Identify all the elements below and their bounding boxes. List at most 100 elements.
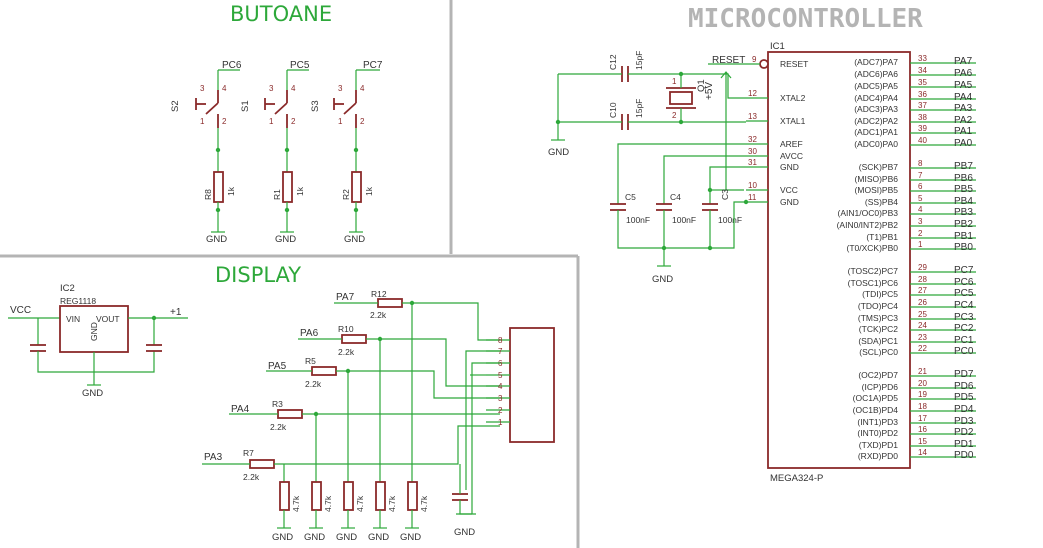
mcu-net-label: PB0 xyxy=(954,242,973,253)
button-ground-label: GND xyxy=(275,234,296,245)
mcu-right-pin-label: (OC1A)PD5 xyxy=(853,393,899,403)
mcu-right-pin-label: (TXD)PD1 xyxy=(859,440,898,450)
button-pin-1: 1 xyxy=(269,117,274,126)
mcu-left-pin-label: AREF xyxy=(780,139,803,149)
section-title-display: DISPLAY xyxy=(215,263,301,287)
mcu-net-label: PD2 xyxy=(954,427,974,438)
mcu-net-label: PC6 xyxy=(954,277,974,288)
mcu-right-pin-number: 29 xyxy=(918,263,927,272)
regulator-ground-label: GND xyxy=(82,388,103,399)
display-net-label: PA4 xyxy=(231,404,250,415)
mcu-right-pin-number: 5 xyxy=(918,194,923,203)
mcu-right-pin-label: (ADC2)PA2 xyxy=(854,116,898,126)
crystal-pin: 2 xyxy=(672,111,677,120)
regulator-ic2: VCC IC2 REG1118 VIN VOUT GND +1 GND xyxy=(8,283,188,399)
section-title-microcontroller: MICROCONTROLLER xyxy=(688,4,923,34)
mcu-right-pin-number: 3 xyxy=(918,217,923,226)
button-resistor-value: 1k xyxy=(295,186,305,196)
button-resistor-value: 1k xyxy=(226,186,236,196)
button-pin-2: 2 xyxy=(360,117,365,126)
mcu-net-label: PC5 xyxy=(954,288,974,299)
mcu-net-label: PA6 xyxy=(954,68,973,79)
connector-pin-number: 3 xyxy=(498,394,503,403)
connector-pin-number: 2 xyxy=(498,406,503,415)
mcu-right-pin-label: (ADC1)PA1 xyxy=(854,127,898,137)
mcu-right-pin-label: (MOSI)PB5 xyxy=(855,185,899,195)
mcu-right-pin-label: (TOSC1)PC6 xyxy=(848,278,899,288)
mcu-right-pin-number: 33 xyxy=(918,54,927,63)
button-ref: S2 xyxy=(170,100,181,112)
mcu-left-pin-label: AVCC xyxy=(780,151,803,161)
mcu-net-label: PB2 xyxy=(954,219,973,230)
vcc-net-label: VCC xyxy=(10,305,31,316)
mcu-right-pin-number: 15 xyxy=(918,437,927,446)
mcu-right-pin-number: 8 xyxy=(918,159,923,168)
mcu-right-pin-number: 40 xyxy=(918,136,927,145)
display-resistor-ref: R5 xyxy=(305,356,316,366)
mcu-net-label: PD0 xyxy=(954,450,974,461)
connector-pin-number: 8 xyxy=(498,336,503,345)
mcu-left-pin-label: GND xyxy=(780,197,799,207)
button-pin-1: 1 xyxy=(338,117,343,126)
mcu-right-pin-number: 25 xyxy=(918,310,927,319)
mcu-net-label: PB7 xyxy=(954,161,973,172)
mcu-right-pin-number: 20 xyxy=(918,379,927,388)
mcu-right-net-labels: PA7 PA6 PA5 PA4 PA3 PA2 PA1 PA0 PB7 PB6 … xyxy=(954,56,974,461)
mcu-right-pin-number: 4 xyxy=(918,205,923,214)
mcu-left-pin-label: RESET xyxy=(780,59,808,69)
mcu-right-pin-label: (SCL)PC0 xyxy=(859,347,898,357)
decoupling-cap-ref: C3 xyxy=(720,189,730,200)
mcu-right-pin-number: 23 xyxy=(918,333,927,342)
mcu-right-pin-number: 17 xyxy=(918,414,927,423)
pulldown-ground-label: GND xyxy=(336,532,357,543)
xtal-cap-value: 15pF xyxy=(634,51,644,70)
mcu-right-pin-number: 38 xyxy=(918,113,927,122)
mcu-right-pin-number: 21 xyxy=(918,367,927,376)
mcu-net-label: PD7 xyxy=(954,369,974,380)
display-connector-body xyxy=(509,327,555,443)
mcu-net-label: PC7 xyxy=(954,265,974,276)
mcu-left-pin-number: 9 xyxy=(752,55,757,64)
mcu-net-label: PB5 xyxy=(954,184,973,195)
mcu-right-pin-number: 24 xyxy=(918,321,927,330)
mcu-left-pin-label: GND xyxy=(780,162,799,172)
mcu-right-pin-label: (T1)PB1 xyxy=(866,232,898,242)
section-borders xyxy=(0,0,580,548)
mcu-net-label: PC2 xyxy=(954,323,974,334)
button-resistor-value: 1k xyxy=(364,186,374,196)
mcu-right-pin-label: (AIN1/OC0)PB3 xyxy=(838,208,899,218)
decoupling-cap-ref: C5 xyxy=(625,192,636,202)
display-net-label: PA3 xyxy=(204,452,223,463)
pulldown-value: 4.7k xyxy=(419,495,429,512)
mcu-net-label: PA0 xyxy=(954,138,973,149)
button-resistor-ref: R8 xyxy=(203,189,213,200)
button-group-s2: PC6 3 4 1 2 S2 R8 1k GND xyxy=(170,60,242,245)
crystal-circuit: RESET +5V Q1 1 2 C12 15pF C10 15pF GND xyxy=(548,51,746,191)
mcu-right-pin-label: (MISO)PB6 xyxy=(855,174,899,184)
mcu-right-pin-number: 37 xyxy=(918,101,927,110)
button-group-s1: PC5 3 4 1 2 S1 R1 1k GND xyxy=(240,60,310,245)
mcu-right-pin-label: (TMS)PC3 xyxy=(858,313,898,323)
mcu-left-pin-number: 32 xyxy=(748,135,757,144)
mcu-right-pin-label: (AIN0/INT2)PB2 xyxy=(837,220,899,230)
button-ground-label: GND xyxy=(344,234,365,245)
regulator-vin-pin: VIN xyxy=(66,314,80,324)
mcu-right-pin-label: (INT0)PD2 xyxy=(857,428,898,438)
mcu-right-pin-number: 6 xyxy=(918,182,923,191)
mcu-net-label: PA5 xyxy=(954,80,973,91)
mcu-right-pin-number: 18 xyxy=(918,402,927,411)
mcu-right-pin-label: (TDO)PC4 xyxy=(858,301,898,311)
mcu-net-label: PA1 xyxy=(954,126,973,137)
button-pin-4: 4 xyxy=(291,84,296,93)
display-net-label: PA7 xyxy=(336,292,355,303)
mcu-net-label: PA3 xyxy=(954,103,973,114)
mcu-right-pin-labels: (ADC7)PA7 (ADC6)PA6 (ADC5)PA5 (ADC4)PA4 … xyxy=(837,57,899,461)
mcu-right-pin-label: (ADC3)PA3 xyxy=(854,104,898,114)
connector-pin-number: 1 xyxy=(498,418,503,427)
mcu-right-pin-number: 27 xyxy=(918,286,927,295)
reset-net-label: RESET xyxy=(712,55,745,66)
mcu-right-pin-label: (TCK)PC2 xyxy=(859,324,898,334)
button-pin-3: 3 xyxy=(200,84,205,93)
mcu-right-pin-number: 26 xyxy=(918,298,927,307)
button-pulldown-resistor xyxy=(282,171,293,203)
